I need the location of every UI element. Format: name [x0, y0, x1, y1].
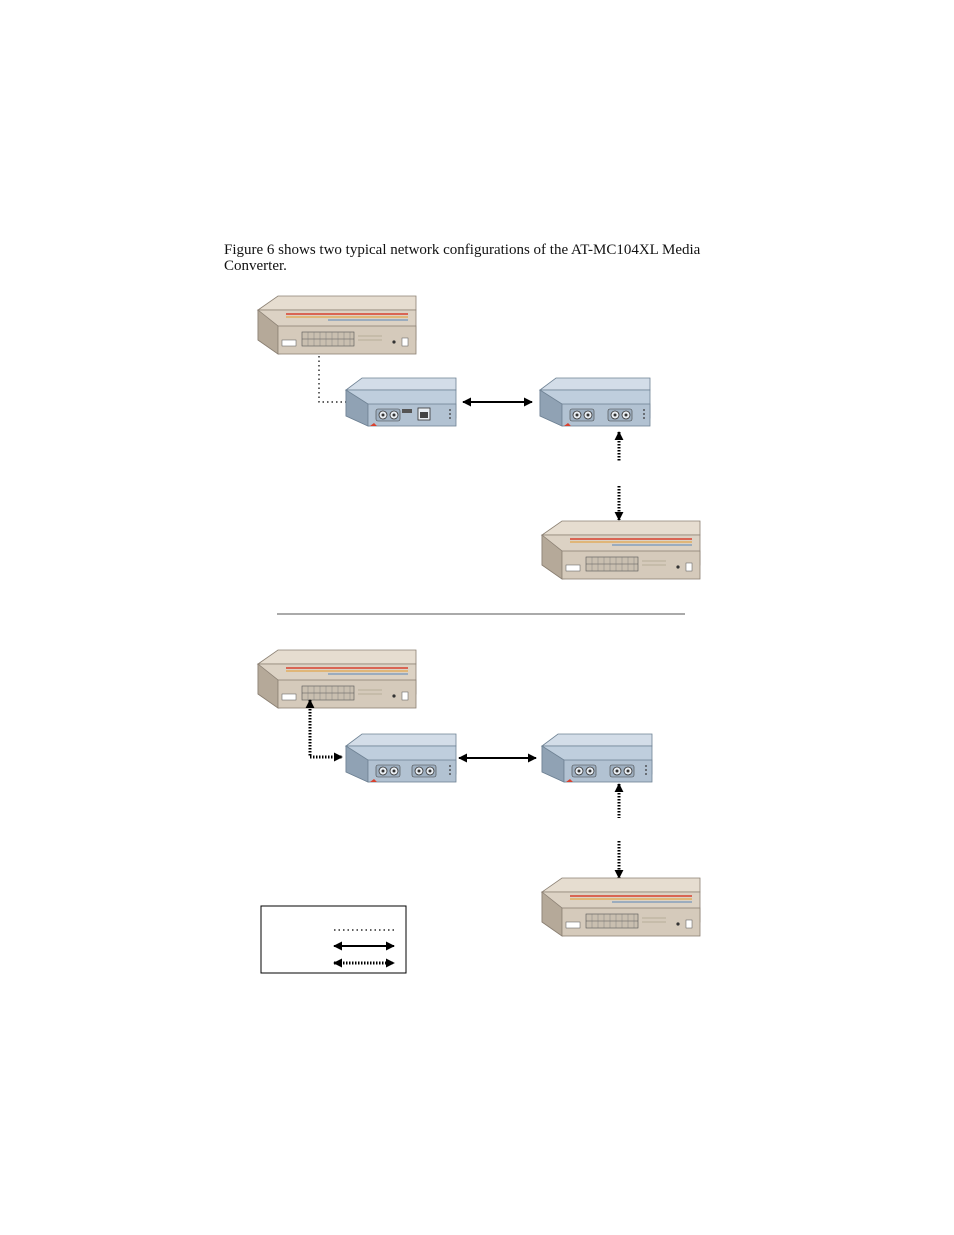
hub-switch-top-left	[257, 295, 417, 355]
hub-switch-top-left-2	[257, 649, 417, 709]
hub-switch-bottom-right	[541, 520, 701, 580]
config-1	[257, 295, 701, 580]
fiber-link-dashed-left	[305, 699, 343, 762]
config-2	[257, 649, 701, 937]
media-converter-fiber-copper	[345, 377, 457, 427]
hub-switch-bottom-right-2	[541, 877, 701, 937]
legend-box	[260, 905, 407, 974]
media-converter-fiber-fiber	[539, 377, 651, 427]
media-converter-fiber-fiber-left	[345, 733, 457, 783]
media-converter-fiber-fiber-right	[541, 733, 653, 783]
intro-paragraph: Figure 6 shows two typical network confi…	[224, 242, 701, 274]
copper-link-dotted	[318, 356, 348, 403]
